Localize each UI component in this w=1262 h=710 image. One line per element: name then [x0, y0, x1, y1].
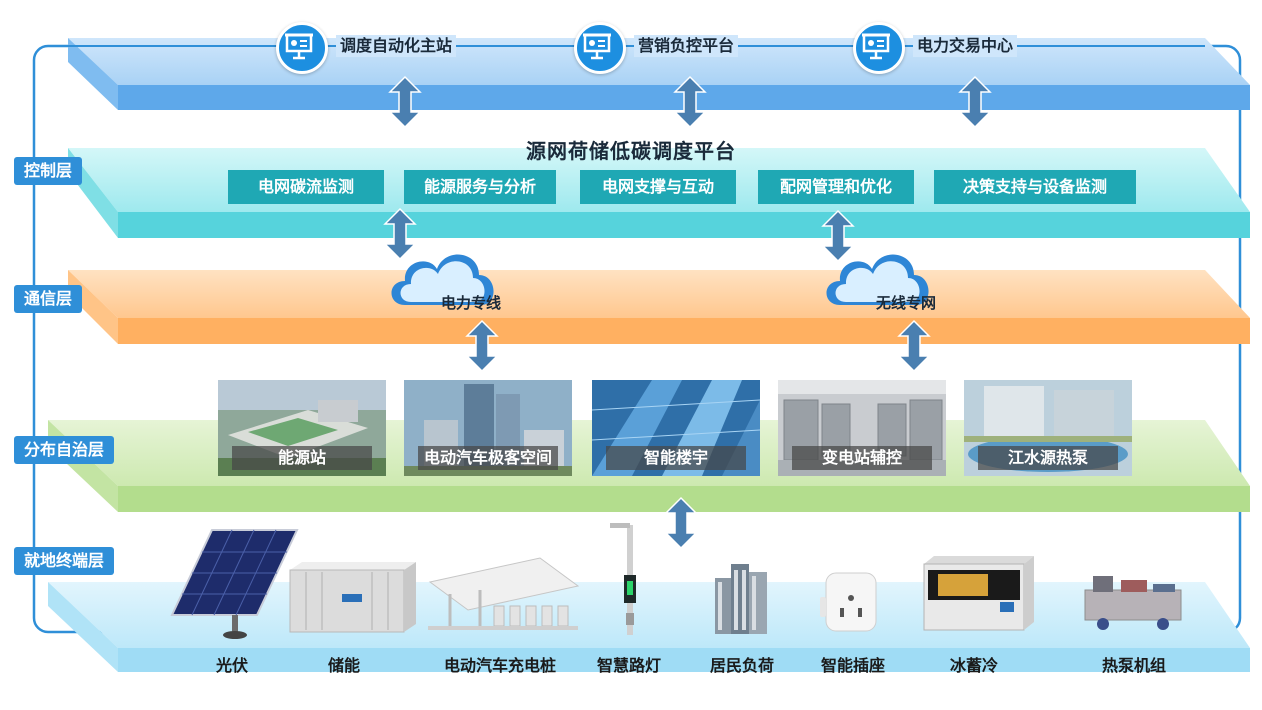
unit-energy-station: 能源站 — [218, 380, 386, 476]
double-arrow-icon — [465, 319, 499, 373]
double-arrow-icon — [673, 75, 707, 129]
module-distribution-management: 配网管理和优化 — [758, 170, 914, 204]
control-band-edge — [118, 212, 1250, 238]
tile-caption: 江水源热泵 — [978, 446, 1118, 470]
unit-ev-geek-space: 电动汽车极客空间 — [404, 380, 572, 476]
distributed-band-edge — [118, 486, 1250, 512]
residential-building-icon — [715, 564, 767, 634]
system-dispatch-automation: 调度自动化主站 — [336, 35, 457, 57]
presentation-board-icon — [574, 22, 626, 74]
unit-smart-building: 智能楼宇 — [592, 380, 760, 476]
double-arrow-icon — [958, 75, 992, 129]
module-decision-support: 决策支持与设备监测 — [934, 170, 1136, 204]
unit-river-water-heat-pump: 江水源热泵 — [964, 380, 1132, 476]
layer-label-control: 控制层 — [14, 157, 83, 185]
ice-storage-icon — [923, 556, 1034, 631]
module-grid-support-interaction: 电网支撑与互动 — [580, 170, 736, 204]
solar-panel-icon — [170, 529, 299, 639]
layer-label-terminal: 就地终端层 — [14, 547, 115, 575]
double-arrow-icon — [388, 75, 422, 129]
smart-plug-icon — [820, 572, 877, 632]
comm-dedicated-line: 电力专线 — [441, 294, 502, 312]
platform-title: 源网荷储低碳调度平台 — [526, 139, 736, 163]
module-carbon-flow-monitoring: 电网碳流监测 — [228, 170, 384, 204]
double-arrows — [383, 75, 992, 550]
terminal-smart-socket: 智能插座 — [820, 656, 886, 675]
tile-caption: 变电站辅控 — [792, 446, 932, 470]
terminal-smart-street-light: 智慧路灯 — [596, 656, 662, 675]
cloud-icon — [391, 254, 494, 305]
presentation-board-icon — [276, 22, 328, 74]
heat-pump-icon — [1084, 576, 1182, 630]
comm-band-edge — [118, 318, 1250, 344]
double-arrow-icon — [664, 496, 698, 550]
tile-caption: 能源站 — [232, 446, 372, 470]
double-arrow-icon — [897, 319, 931, 373]
layer-label-communication: 通信层 — [14, 285, 83, 313]
tile-caption: 电动汽车极客空间 — [418, 446, 558, 470]
system-marketing-load-control: 营销负控平台 — [634, 35, 739, 57]
terminal-band-edge — [118, 648, 1250, 672]
terminal-ev-charger: 电动汽车充电桩 — [443, 656, 557, 675]
terminal-residential-load: 居民负荷 — [709, 656, 775, 675]
street-light-icon — [610, 523, 636, 635]
unit-substation-auxiliary: 变电站辅控 — [778, 380, 946, 476]
presentation-board-icon — [853, 22, 905, 74]
tile-caption: 智能楼宇 — [606, 446, 746, 470]
terminal-photovoltaic: 光伏 — [215, 656, 249, 675]
cloud-icon — [826, 254, 929, 305]
double-arrow-icon — [821, 209, 855, 263]
system-power-trading-center: 电力交易中心 — [913, 35, 1018, 57]
double-arrow-icon — [383, 207, 417, 261]
ev-charging-station-icon — [428, 557, 580, 630]
comm-band-face — [68, 270, 1250, 318]
terminal-ice-storage: 冰蓄冷 — [949, 656, 999, 675]
layer-label-distributed: 分布自治层 — [14, 436, 115, 464]
terminal-energy-storage: 储能 — [327, 656, 361, 675]
module-energy-service-analysis: 能源服务与分析 — [404, 170, 556, 204]
terminal-heat-pump-unit: 热泵机组 — [1101, 656, 1167, 675]
comm-wireless-private-network: 无线专网 — [876, 294, 937, 312]
energy-storage-icon — [289, 562, 416, 633]
